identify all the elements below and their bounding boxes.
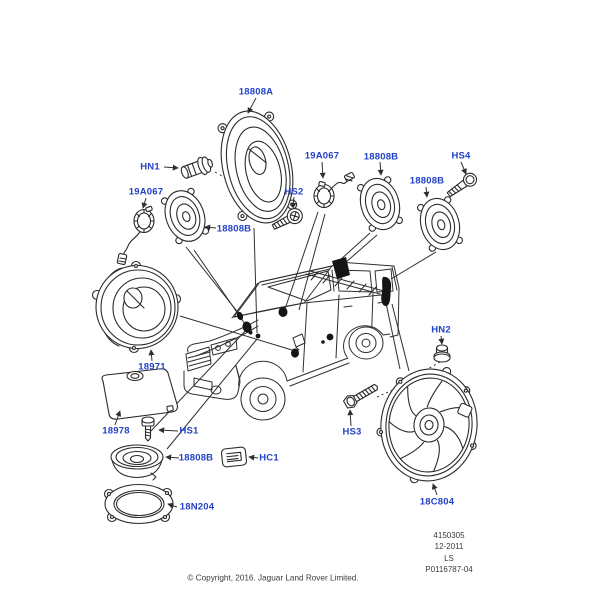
speaker-18808B-bottom-art — [111, 445, 163, 480]
callout-19A067-center[interactable]: 19A067 — [304, 150, 340, 162]
tweeter-19A067-center-art — [314, 172, 355, 207]
bolt-HS3-art — [342, 381, 380, 411]
callout-HS3[interactable]: HS3 — [342, 426, 362, 438]
callout-HS4[interactable]: HS4 — [451, 150, 471, 162]
figure-date: 12-2011 — [434, 542, 464, 552]
screw-HS1-art — [142, 417, 154, 441]
callout-HN2[interactable]: HN2 — [431, 324, 451, 336]
callout-18C804[interactable]: 18C804 — [419, 496, 455, 508]
ring-18N204-art — [105, 485, 174, 524]
callout-18971[interactable]: 18971 — [138, 361, 166, 373]
callout-HC1[interactable]: HC1 — [259, 452, 279, 464]
subwoofer-18C804-art — [372, 361, 484, 489]
copyright-notice: © Copyright, 2016. Jaguar Land Rover Lim… — [187, 573, 359, 583]
bolt-HS4-art — [445, 171, 479, 200]
speaker-18808A-art — [210, 103, 304, 230]
nut-HN1-art — [179, 154, 215, 182]
callout-19A067-left[interactable]: 19A067 — [128, 186, 164, 198]
speaker-18971-art — [93, 262, 181, 353]
callout-pointers — [115, 98, 467, 509]
callout-18808B-upper-left[interactable]: 18808B — [216, 223, 252, 235]
clip-HC1-art — [221, 447, 247, 467]
callout-HS1[interactable]: HS1 — [179, 425, 199, 437]
vehicle-illustration — [184, 262, 399, 420]
callout-18808A[interactable]: 18808A — [238, 86, 274, 98]
callout-18808B-right[interactable]: 18808B — [409, 175, 445, 187]
panel-18978-art — [102, 369, 177, 419]
callout-HS2[interactable]: HS2 — [284, 186, 304, 198]
figure-code: LS — [444, 553, 454, 563]
callout-HN1[interactable]: HN1 — [140, 161, 160, 173]
nut-HN2-art — [434, 345, 450, 362]
callout-18808B-mid[interactable]: 18808B — [363, 151, 399, 163]
callout-18808B-bottom[interactable]: 18808B — [178, 452, 214, 464]
callout-18N204[interactable]: 18N204 — [179, 501, 215, 513]
figure-info-block: 4150305 12-2011 LS P0116787-04 — [425, 530, 472, 576]
location-markers — [236, 257, 392, 358]
leader-lines — [151, 212, 436, 449]
speaker-18808B-right-art — [415, 194, 466, 254]
tweeter-19A067-left-art — [117, 206, 154, 265]
callout-18978[interactable]: 18978 — [102, 425, 130, 437]
figure-number: 4150305 — [433, 531, 465, 540]
speaker-18808B-mid-art — [355, 174, 406, 234]
screw-HS2-art — [270, 206, 305, 234]
figure-plate-id: P0116787-04 — [425, 565, 473, 575]
speaker-18808B-upper-left-art — [158, 185, 211, 247]
